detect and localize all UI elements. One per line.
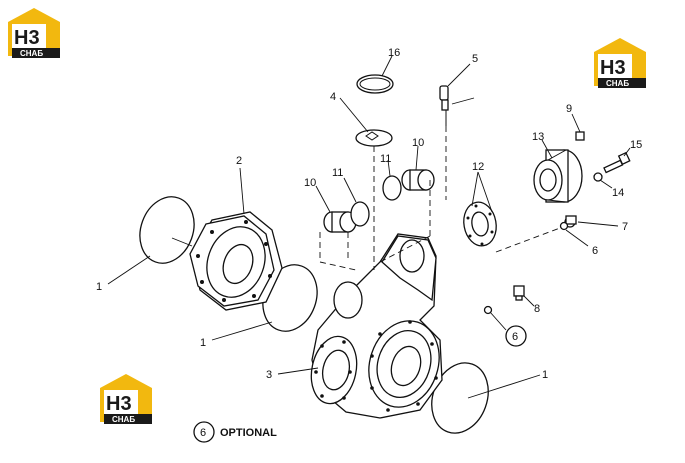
callout-13: 13 xyxy=(532,131,544,143)
brand-logo-bottom-left: H3 СНАБ xyxy=(100,374,152,424)
svg-text:H3: H3 xyxy=(106,393,132,415)
callout-4: 4 xyxy=(330,91,336,103)
callout-labels: 1 1 1 2 3 4 5 6 6 7 8 9 10 10 11 11 12 1… xyxy=(96,47,642,381)
breather-plug xyxy=(439,85,449,126)
flange-plate xyxy=(463,201,497,247)
callout-15: 15 xyxy=(630,139,642,151)
callout-10-upper: 10 xyxy=(412,137,424,149)
seal-ring-lower xyxy=(350,201,370,227)
brand-logo-top-left: H3 СНАБ xyxy=(8,8,60,58)
callout-14: 14 xyxy=(612,187,624,199)
legend-symbol-number: 6 xyxy=(200,427,206,439)
o-ring-upper xyxy=(559,221,569,231)
callout-5: 5 xyxy=(472,53,478,65)
callout-1-right: 1 xyxy=(542,369,548,381)
plug-lower xyxy=(513,285,525,301)
bolt xyxy=(603,151,631,174)
o-ring-lower xyxy=(483,305,493,315)
callout-11-lower: 11 xyxy=(332,167,343,179)
callout-12: 12 xyxy=(472,161,484,173)
callout-11-upper: 11 xyxy=(380,153,391,165)
callout-8: 8 xyxy=(534,303,540,315)
callout-1-left: 1 xyxy=(96,281,102,293)
legend-text: OPTIONAL xyxy=(220,427,277,439)
callout-3: 3 xyxy=(266,369,272,381)
assembly-lines xyxy=(319,126,561,271)
gasket-left xyxy=(139,196,195,264)
legend-symbol-circle xyxy=(193,421,215,443)
svg-text:СНАБ: СНАБ xyxy=(606,79,629,88)
output-hub xyxy=(533,149,583,203)
brand-logo-top-right: H3 СНАБ xyxy=(594,38,646,88)
callout-2: 2 xyxy=(236,155,242,167)
bearing-cup-upper xyxy=(401,169,435,191)
callout-1-middle: 1 xyxy=(200,337,206,349)
plug-upper xyxy=(564,215,577,228)
cap xyxy=(355,129,393,147)
seal-ring-upper xyxy=(382,175,402,201)
svg-text:СНАБ: СНАБ xyxy=(20,49,43,58)
callout-7: 7 xyxy=(622,221,628,233)
callout-9: 9 xyxy=(566,103,572,115)
washer xyxy=(593,172,603,182)
lock-clip xyxy=(575,131,585,141)
callout-10-lower: 10 xyxy=(304,177,316,189)
svg-text:H3: H3 xyxy=(600,57,626,79)
callout-6-upper: 6 xyxy=(592,245,598,257)
svg-text:СНАБ: СНАБ xyxy=(112,415,135,424)
legend: 6 OPTIONAL xyxy=(193,421,277,443)
main-housing xyxy=(310,233,443,419)
optional-callout-circle xyxy=(505,325,527,347)
callout-16: 16 xyxy=(388,47,400,59)
svg-text:H3: H3 xyxy=(14,27,40,49)
cover-plate xyxy=(189,211,283,311)
callout-6-lower: 6 xyxy=(512,331,518,343)
